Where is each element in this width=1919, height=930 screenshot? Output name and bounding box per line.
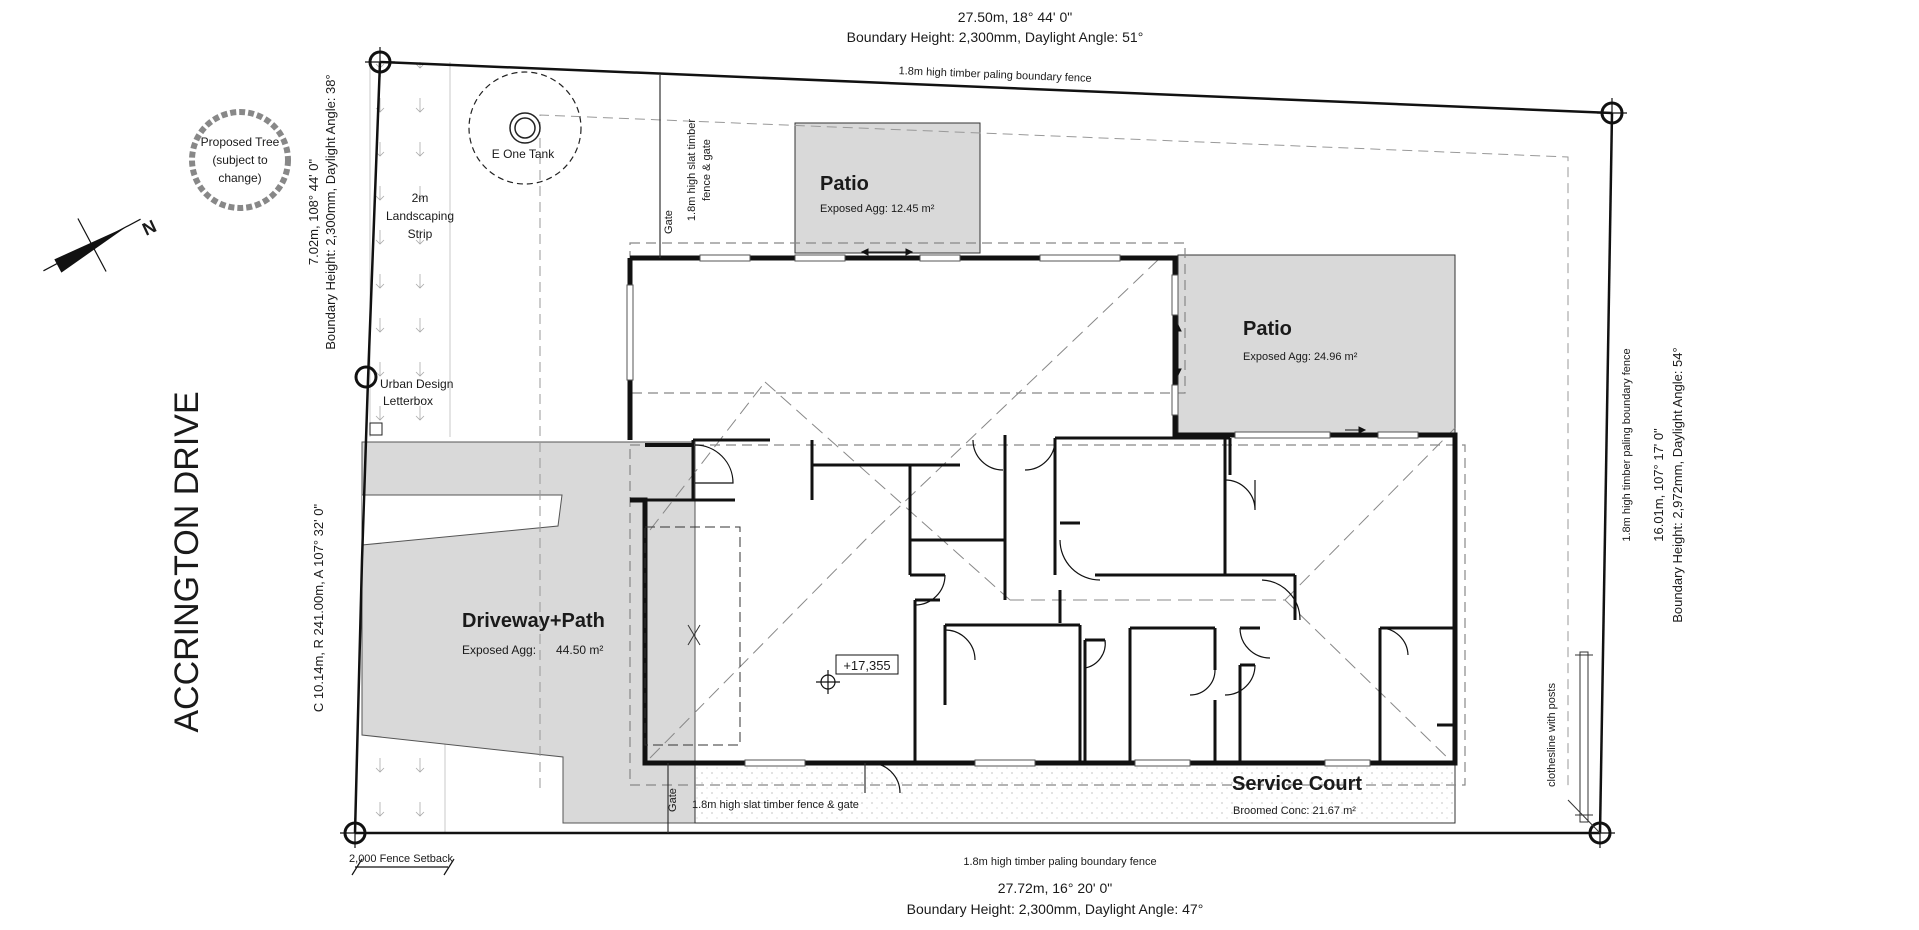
letterbox-label-1: Urban Design xyxy=(380,377,453,391)
right-fence: 1.8m high timber paling boundary fence xyxy=(1621,348,1633,541)
proposed-tree xyxy=(189,109,291,211)
left-top-height: Boundary Height: 2,300mm, Daylight Angle… xyxy=(323,74,338,349)
patio-rear-title: Patio xyxy=(820,173,869,195)
landscaping-label-3: Strip xyxy=(408,227,433,241)
left-curve-dims: C 10.14m, R 241.00m, A 107° 32' 0" xyxy=(311,504,326,713)
clothesline xyxy=(1567,651,1601,834)
service-court-area: Broomed Conc: 21.67 m² xyxy=(1233,805,1356,817)
tree-label-1: Proposed Tree xyxy=(201,135,280,149)
patio-rear xyxy=(794,122,981,254)
level-marker xyxy=(816,654,899,694)
landscaping-label-1: 2m xyxy=(412,191,429,205)
tank-label: E One Tank xyxy=(492,147,555,161)
letterbox xyxy=(369,422,383,436)
patio-side xyxy=(1177,254,1456,436)
bottom-fence: 1.8m high timber paling boundary fence xyxy=(963,856,1156,868)
patio-side-area: Exposed Agg: 24.96 m² xyxy=(1243,351,1358,363)
gate-top-label: Gate xyxy=(663,210,675,234)
site-boundary xyxy=(353,60,1614,835)
north-arrow-icon xyxy=(43,218,141,273)
top-dims: 27.50m, 18° 44' 0" xyxy=(958,9,1072,25)
top-fence: 1.8m high timber paling boundary fence xyxy=(898,65,1092,85)
letterbox-label-2: Letterbox xyxy=(383,394,433,408)
tree-label-3: change) xyxy=(218,171,261,185)
e-one-tank xyxy=(468,71,582,185)
tree-label-2: (subject to xyxy=(212,153,268,167)
slat-fence-bottom-label: 1.8m high slat timber fence & gate xyxy=(692,799,859,811)
service-court-title: Service Court xyxy=(1232,773,1362,795)
patio-rear-area: Exposed Agg: 12.45 m² xyxy=(820,203,935,215)
left-top-dims: 7.02m, 108° 44' 0" xyxy=(306,158,321,265)
patio-side-title: Patio xyxy=(1243,318,1292,340)
clothesline-label: clothesline with posts xyxy=(1546,683,1558,787)
driveway-area-label: Exposed Agg: 44.50 m² xyxy=(462,643,603,657)
street-name: ACCRINGTON DRIVE xyxy=(168,391,206,732)
right-dims: 16.01m, 107° 17' 0" xyxy=(1651,428,1666,542)
driveway-title: Driveway+Path xyxy=(462,610,605,632)
bottom-dims: 27.72m, 16° 20' 0" xyxy=(998,880,1112,896)
slat-fence-top-1: 1.8m high slat timber xyxy=(686,119,698,221)
level-label: +17,355 xyxy=(843,658,890,673)
right-height: Boundary Height: 2,972mm, Daylight Angle… xyxy=(1670,347,1685,622)
landscaping-label-2: Landscaping xyxy=(386,209,454,223)
landscaping-strip xyxy=(370,62,450,437)
top-height: Boundary Height: 2,300mm, Daylight Angle… xyxy=(847,29,1144,45)
slat-fence-top-2: fence & gate xyxy=(701,139,713,201)
gate-bottom-label: Gate xyxy=(667,788,679,812)
north-label: N xyxy=(139,216,159,240)
setback-label: 2,000 Fence Setback xyxy=(349,853,453,865)
service-court xyxy=(694,762,1456,824)
bottom-height: Boundary Height: 2,300mm, Daylight Angle… xyxy=(907,901,1204,917)
